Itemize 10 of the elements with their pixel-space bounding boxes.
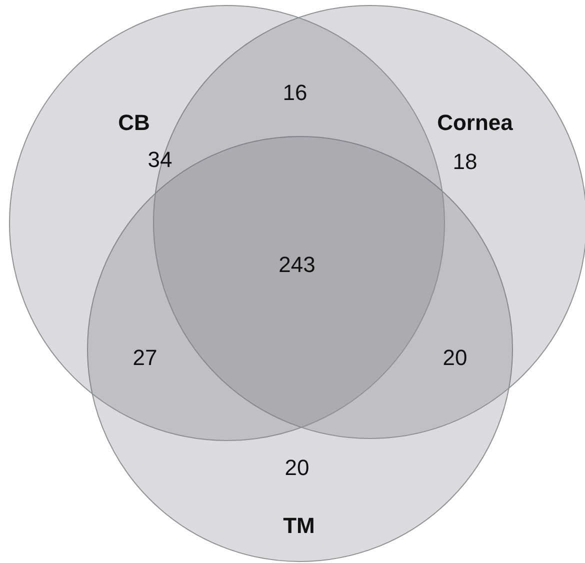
count-label: 27 — [132, 345, 158, 371]
count-label: 20 — [284, 455, 310, 481]
set-label: CB — [118, 112, 150, 134]
count-label: 16 — [282, 80, 308, 106]
count-label: 243 — [278, 252, 316, 278]
count-label: 34 — [148, 147, 172, 173]
set-label: TM — [283, 515, 315, 537]
count-label: 18 — [452, 149, 478, 175]
count-label: 20 — [442, 345, 468, 371]
set-label: Cornea — [437, 112, 513, 134]
